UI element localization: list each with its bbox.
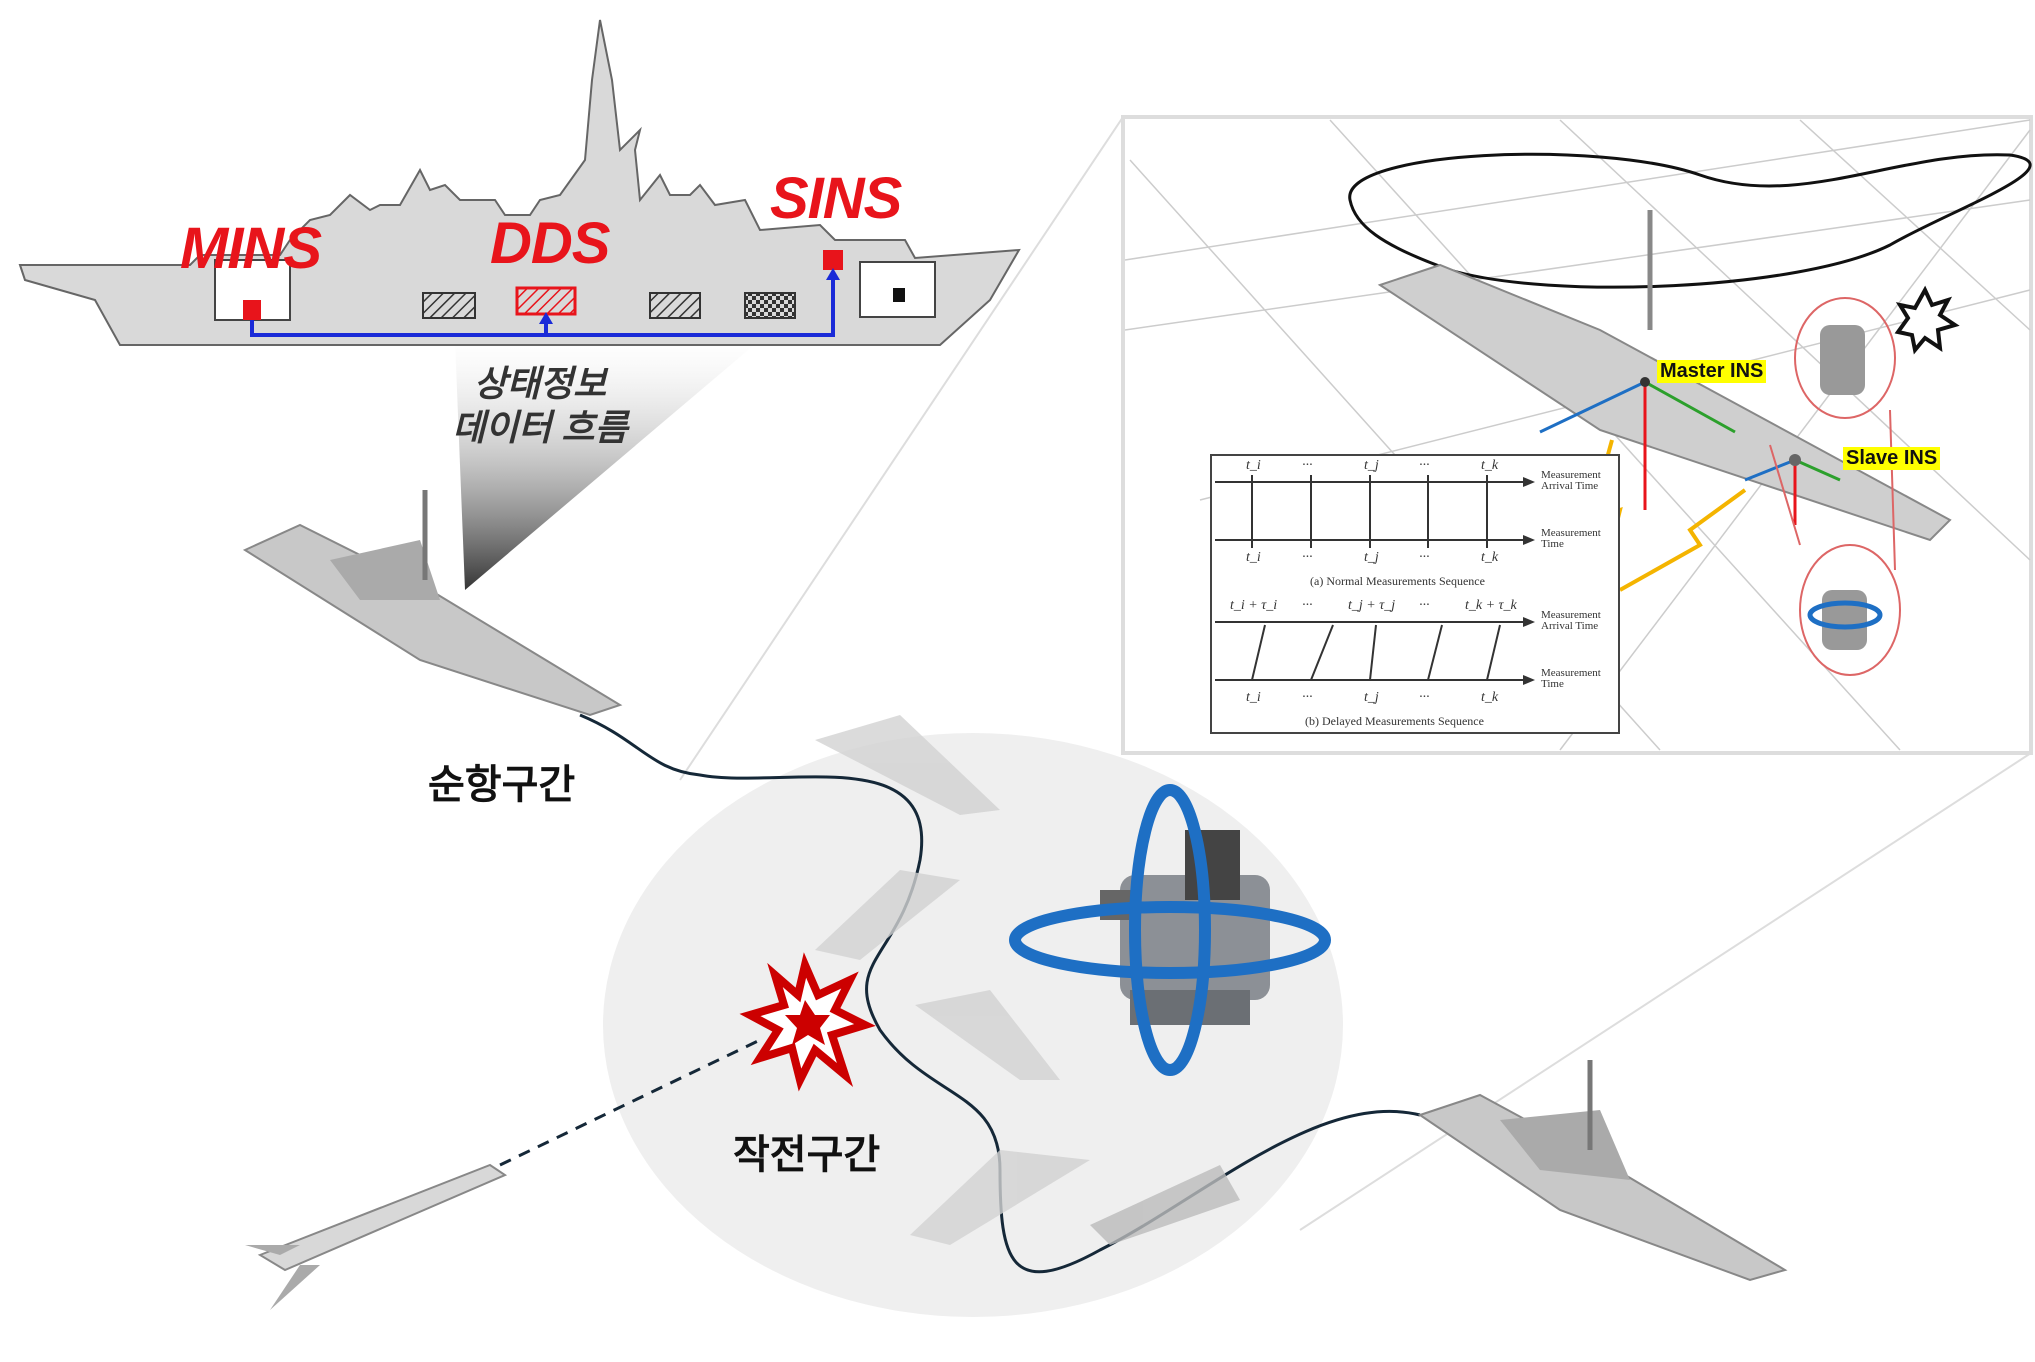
tick-label: t_i <box>1246 458 1261 473</box>
tick-label: ··· <box>1302 598 1313 613</box>
operation-zone-label: 작전구간 <box>733 1133 881 1177</box>
sins-label: SINS <box>770 166 902 231</box>
tick-label: t_k + τ_k <box>1465 598 1517 613</box>
tick-label: ··· <box>1302 458 1313 473</box>
tick-label: t_j <box>1364 550 1379 565</box>
inset-panel <box>1121 115 2033 755</box>
explosion-icon-small <box>1894 285 1960 355</box>
tick-label: ··· <box>1302 690 1313 705</box>
tick-label: t_k <box>1481 690 1499 705</box>
tick-label: t_i <box>1246 550 1261 565</box>
missile <box>245 1163 508 1310</box>
timing-diagram <box>1210 454 1620 734</box>
mins-label: MINS <box>180 216 322 281</box>
data-flow-label-line2: 데이터 흐름 <box>452 407 628 448</box>
tick-label: ··· <box>1419 458 1430 473</box>
caption: (b) Delayed Measurements Sequence <box>1305 714 1484 728</box>
tick-label: ··· <box>1419 598 1430 613</box>
caption: (a) Normal Measurements Sequence <box>1310 574 1485 588</box>
axis-label: Measurement Time <box>1541 667 1601 690</box>
ship-right <box>1417 1060 1788 1282</box>
mins-sensor <box>243 300 261 320</box>
ghost-ships <box>815 715 1240 1245</box>
tick-label: t_j <box>1364 458 1379 473</box>
tick-label: t_i <box>1246 690 1261 705</box>
tick-label: ··· <box>1419 550 1430 565</box>
sins-sensor <box>823 250 843 270</box>
tick-label: t_j + τ_j <box>1348 598 1396 613</box>
data-flow-beam <box>455 340 760 590</box>
tick-label: t_i + τ_i <box>1230 598 1278 613</box>
cruise-zone-label: 순항구간 <box>428 763 576 807</box>
tick-label: t_j <box>1364 690 1379 705</box>
axis-label: Measurement Time <box>1541 527 1601 550</box>
rotation-arrows-icon <box>1009 784 1331 1076</box>
data-flow-label: 상태정보 데이터 흐름 <box>435 362 645 450</box>
projection-lines <box>679 116 2032 1231</box>
tick-label: t_k <box>1481 458 1499 473</box>
slave-ins-label: Slave INS <box>1843 447 1941 470</box>
ship-side-profile <box>18 19 1021 346</box>
axis-label: Measurement Arrival Time <box>1541 469 1601 492</box>
dds-label: DDS <box>490 211 610 276</box>
data-flow-label-line1: 상태정보 <box>473 363 607 404</box>
tick-label: t_k <box>1481 550 1499 565</box>
ship-cruise <box>242 490 623 717</box>
master-ins-label: Master INS <box>1657 360 1767 383</box>
missile-path <box>499 1038 761 1167</box>
tick-label: ··· <box>1419 690 1430 705</box>
tick-label: ··· <box>1302 550 1313 565</box>
axis-label: Measurement Arrival Time <box>1541 609 1601 632</box>
